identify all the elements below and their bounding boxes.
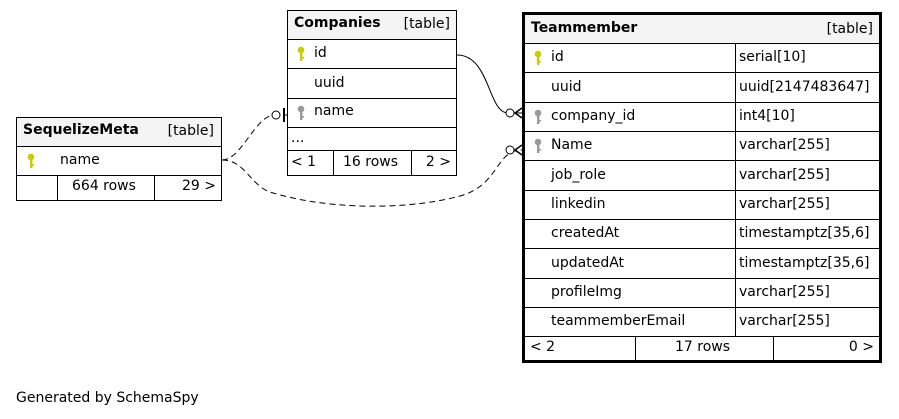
column-type: varchar[255] <box>739 137 830 153</box>
table-companies[interactable]: Companies [table] id uuid name ... < 1 1… <box>287 10 457 176</box>
footer-row-count: 16 rows <box>343 154 399 170</box>
column-row-id[interactable]: id serial[10] <box>525 44 879 73</box>
column-name: Name <box>551 137 593 153</box>
column-type: varchar[255] <box>739 284 830 300</box>
column-type: timestamptz[35,6] <box>739 225 870 241</box>
column-row-name[interactable]: name <box>17 147 221 176</box>
divider <box>635 337 636 360</box>
column-type: varchar[255] <box>739 196 830 212</box>
footer-children: 0 > <box>848 339 874 355</box>
zero-marker <box>505 108 515 118</box>
foreign-key-icon <box>297 105 305 120</box>
footer-row-count: 17 rows <box>675 339 731 355</box>
table-header: Teammember [table] <box>525 15 879 44</box>
column-type: uuid[2147483647] <box>739 79 870 95</box>
divider <box>735 44 736 72</box>
column-row-id[interactable]: id <box>288 40 456 69</box>
table-kind: [table] <box>403 16 450 32</box>
footer-children: 2 > <box>425 154 451 170</box>
column-type: timestamptz[35,6] <box>739 255 870 271</box>
relation-companies-id-to-teammember-company-id <box>456 54 522 114</box>
column-row-company-id[interactable]: company_id int4[10] <box>525 103 879 132</box>
divider <box>735 191 736 219</box>
column-row-name[interactable]: Name varchar[255] <box>525 132 879 161</box>
column-name: createdAt <box>551 225 620 241</box>
table-sequelizemeta[interactable]: SequelizeMeta [table] name 664 rows 29 > <box>16 117 222 201</box>
table-kind: [table] <box>167 123 214 139</box>
table-header: SequelizeMeta [table] <box>17 118 221 147</box>
crow-foot-marker <box>513 144 523 156</box>
table-teammember[interactable]: Teammember [table] id serial[10] uuid uu… <box>522 12 882 363</box>
zero-marker <box>505 145 515 155</box>
divider <box>333 151 334 175</box>
divider <box>735 161 736 190</box>
column-row-created-at[interactable]: createdAt timestamptz[35,6] <box>525 220 879 249</box>
divider <box>411 151 412 175</box>
column-name: id <box>314 45 327 61</box>
table-header: Companies [table] <box>288 11 456 40</box>
column-name: id <box>551 49 564 65</box>
more-columns: ... <box>288 128 456 151</box>
ellipsis: ... <box>291 130 305 146</box>
divider <box>735 249 736 278</box>
column-row-updated-at[interactable]: updatedAt timestamptz[35,6] <box>525 249 879 279</box>
footer-parents: < 1 <box>291 154 317 170</box>
column-name: updatedAt <box>551 255 625 271</box>
divider <box>773 337 774 360</box>
divider <box>735 308 736 336</box>
column-row-teammember-email[interactable]: teammemberEmail varchar[255] <box>525 308 879 337</box>
column-row-profile-img[interactable]: profileImg varchar[255] <box>525 279 879 308</box>
column-name: name <box>314 103 354 119</box>
table-title: SequelizeMeta <box>23 122 139 138</box>
column-type: varchar[255] <box>739 313 830 329</box>
column-row-name[interactable]: name <box>288 99 456 128</box>
divider <box>735 279 736 307</box>
divider <box>57 176 58 200</box>
table-footer: < 1 16 rows 2 > <box>288 151 456 175</box>
foreign-key-icon <box>534 138 542 153</box>
column-row-linkedin[interactable]: linkedin varchar[255] <box>525 191 879 220</box>
primary-key-icon <box>297 46 305 61</box>
primary-key-icon <box>27 153 35 168</box>
column-name: uuid <box>551 79 582 95</box>
primary-key-icon <box>534 50 542 65</box>
table-kind: [table] <box>826 21 873 37</box>
generated-by-label: Generated by SchemaSpy <box>16 390 199 406</box>
column-row-job-role[interactable]: job_role varchar[255] <box>525 161 879 191</box>
column-row-uuid[interactable]: uuid <box>288 69 456 99</box>
column-name: linkedin <box>551 196 606 212</box>
footer-children: 29 > <box>182 178 216 194</box>
column-name: name <box>60 152 100 168</box>
column-type: varchar[255] <box>739 167 830 183</box>
footer-row-count: 664 rows <box>72 178 136 194</box>
footer-parents: < 2 <box>530 339 556 355</box>
divider <box>735 220 736 248</box>
table-title: Companies <box>294 15 381 31</box>
relation-sequelizemeta-to-companies-name <box>221 114 287 161</box>
foreign-key-icon <box>534 109 542 124</box>
crow-foot-marker <box>513 107 523 119</box>
column-type: int4[10] <box>739 108 795 124</box>
divider <box>735 73 736 102</box>
column-name: job_role <box>551 167 606 183</box>
divider <box>735 132 736 160</box>
column-name: profileImg <box>551 284 622 300</box>
table-footer: 664 rows 29 > <box>17 176 221 200</box>
table-title: Teammember <box>531 20 638 36</box>
divider <box>154 176 155 200</box>
column-type: serial[10] <box>739 49 806 65</box>
column-name: teammemberEmail <box>551 313 686 329</box>
zero-marker <box>271 110 281 120</box>
table-footer: < 2 17 rows 0 > <box>525 337 879 360</box>
column-name: company_id <box>551 108 636 124</box>
column-row-uuid[interactable]: uuid uuid[2147483647] <box>525 73 879 103</box>
column-name: uuid <box>314 75 345 91</box>
divider <box>735 103 736 131</box>
